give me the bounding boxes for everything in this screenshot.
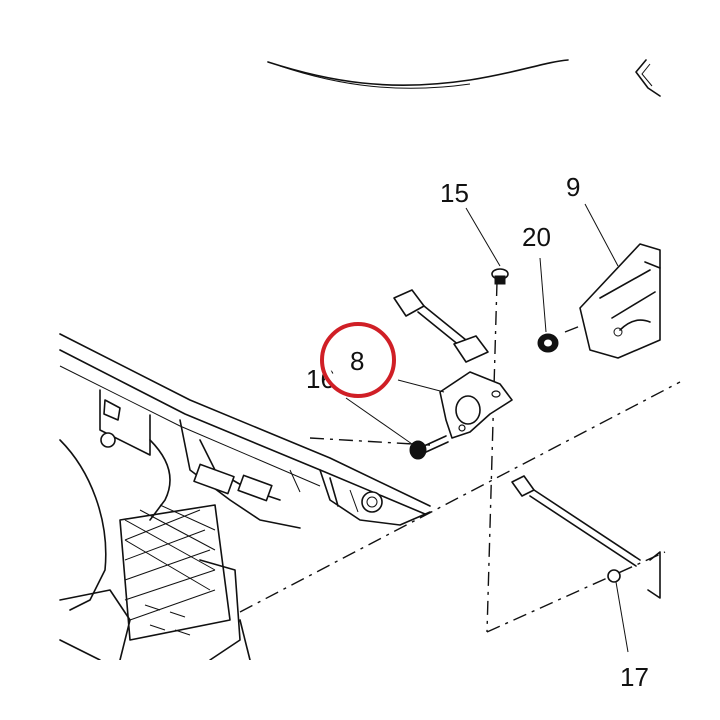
center-lines (239, 281, 681, 633)
leader-lines (345, 203, 629, 653)
highlight-ring (320, 322, 396, 398)
callout-15: 15 (440, 178, 469, 208)
callout-8: 8 (350, 346, 364, 376)
connector-harness (393, 289, 489, 363)
callout-17-visible: 17 (620, 662, 649, 692)
part-16-bolt (409, 435, 449, 460)
part-20-grommet (537, 333, 559, 353)
part-8-bracket (439, 371, 513, 439)
upper-panel-outline (267, 59, 661, 97)
bottom-crop (0, 660, 720, 720)
part-17-sensor (511, 475, 661, 599)
highlight-ring-mask (321, 323, 395, 397)
frame-assembly (59, 333, 431, 661)
part-15-screw (491, 268, 509, 285)
callout-9: 9 (566, 172, 580, 202)
callout-20: 20 (522, 222, 551, 252)
part-9-housing (579, 243, 661, 359)
